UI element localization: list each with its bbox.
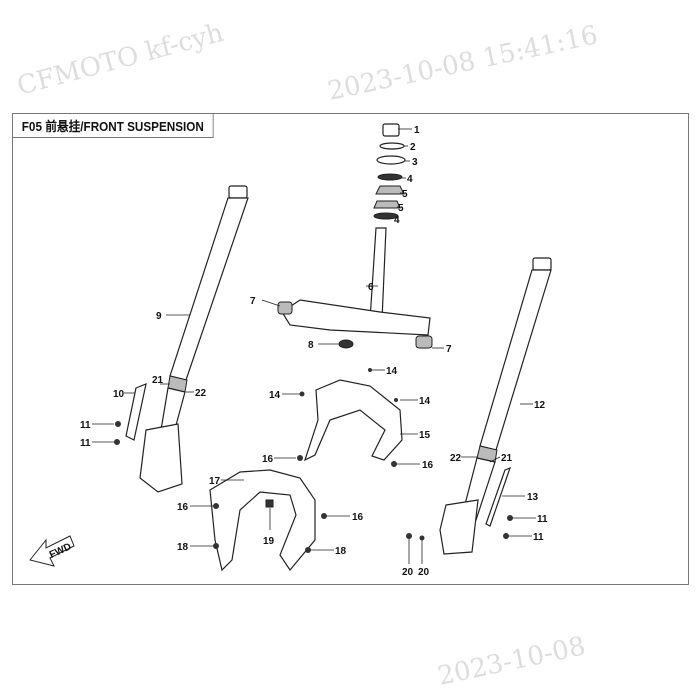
callout-21: 21: [501, 453, 513, 464]
callout-20: 20: [418, 567, 430, 578]
callout-8: 8: [308, 340, 314, 351]
callout-labels: 1 2 3 4 5 5 4 6 7 7 8 9 10 21 22 11 11 1…: [80, 125, 548, 578]
watermark-timestamp: 2023-10-08 15:41:16: [325, 20, 600, 107]
callout-1: 1: [414, 125, 420, 136]
callout-7: 7: [250, 296, 256, 307]
callout-16: 16: [422, 460, 434, 471]
callout-16: 16: [177, 502, 189, 513]
callout-11: 11: [537, 514, 548, 525]
front-fender: [303, 379, 403, 462]
callout-13: 13: [527, 492, 539, 503]
callout-9: 9: [156, 311, 162, 322]
callout-18: 18: [177, 542, 189, 553]
page-title: F05 前悬挂/FRONT SUSPENSION: [12, 113, 214, 138]
fwd-arrow-icon: FWD: [29, 535, 75, 567]
callout-22: 22: [195, 388, 207, 399]
callout-2: 2: [410, 142, 416, 153]
callout-5: 5: [398, 203, 404, 214]
callout-16: 16: [352, 512, 364, 523]
diagram-frame: [12, 113, 689, 585]
right-fork-leg: [439, 257, 552, 555]
callout-17: 17: [209, 476, 221, 487]
left-fork-leg: [125, 185, 249, 493]
callout-7: 7: [446, 344, 452, 355]
callout-3: 3: [412, 157, 418, 168]
steering-stem-assembly: [277, 123, 433, 349]
callout-19: 19: [263, 536, 275, 547]
callout-4: 4: [407, 174, 413, 185]
callout-15: 15: [419, 430, 431, 441]
callout-11: 11: [80, 420, 91, 431]
callout-21: 21: [152, 375, 164, 386]
callout-5: 5: [402, 189, 408, 200]
svg-text:FWD: FWD: [48, 541, 73, 561]
callout-11: 11: [80, 438, 91, 449]
watermark-date: 2023-10-08: [435, 631, 588, 692]
callout-18: 18: [335, 546, 347, 557]
callout-10: 10: [113, 389, 125, 400]
callout-12: 12: [534, 400, 546, 411]
callout-14: 14: [269, 390, 281, 401]
callout-16: 16: [262, 454, 274, 465]
callout-11: 11: [533, 532, 544, 543]
callout-14: 14: [419, 396, 431, 407]
watermark-brand: CFMOTO kf-cyh: [14, 18, 227, 102]
callout-22: 22: [450, 453, 462, 464]
callout-20: 20: [402, 567, 414, 578]
callout-14: 14: [386, 366, 398, 377]
mudguard: [209, 469, 316, 572]
callout-4: 4: [394, 215, 400, 226]
fasteners: [114, 368, 513, 553]
callout-6: 6: [368, 282, 374, 293]
